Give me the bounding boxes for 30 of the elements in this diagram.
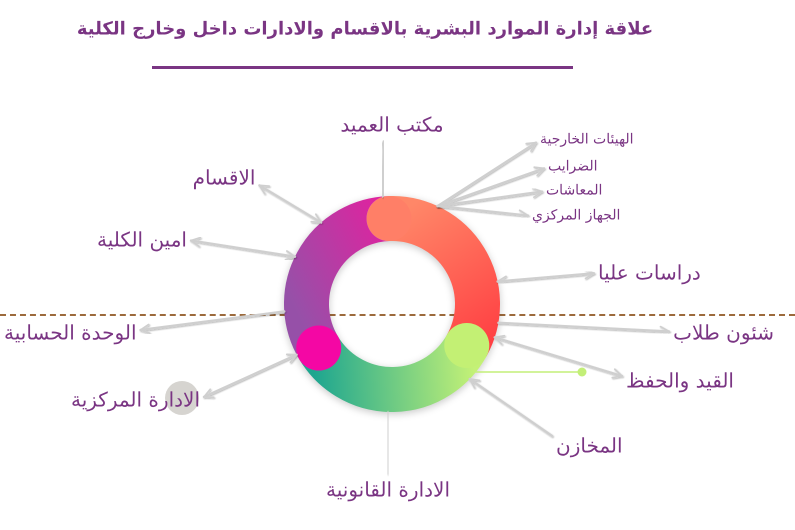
double-arrow [258, 184, 322, 224]
donut-ring [284, 196, 500, 412]
double-arrow [494, 334, 624, 379]
department-label: الادارة القانونية [326, 478, 450, 502]
arrow [497, 322, 670, 336]
double-arrow [378, 140, 389, 198]
double-arrow [496, 268, 596, 286]
department-label: شئون طلاب [673, 320, 774, 346]
department-label: دراسات عليا [598, 260, 701, 286]
double-arrow [382, 410, 394, 475]
double-arrow [190, 236, 296, 261]
department-label: الادارة المركزية [70, 388, 200, 412]
department-label: الهيئات الخارجية [540, 131, 634, 149]
department-label: امين الكلية [97, 228, 187, 252]
department-label: مكتب العميد [340, 112, 444, 138]
arrow [139, 310, 286, 334]
arrow [436, 141, 538, 208]
department-label: الاقسام [192, 166, 256, 190]
department-label: المخازن [556, 434, 623, 458]
department-label: الجهاز المركزي [532, 207, 620, 225]
department-label: القيد والحفظ [626, 368, 734, 394]
title: علاقة إدارة الموارد البشرية بالاقسام والادارات داخل وخارج الكلية [76, 17, 654, 41]
department-label: الضرايب [548, 158, 598, 176]
arrow [436, 204, 530, 220]
arrow [468, 378, 554, 438]
arrow [436, 188, 544, 208]
department-label: الوحدة الحسابية [4, 320, 136, 346]
department-label: المعاشات [546, 182, 602, 200]
double-arrow [202, 353, 298, 398]
arrow [436, 166, 546, 208]
